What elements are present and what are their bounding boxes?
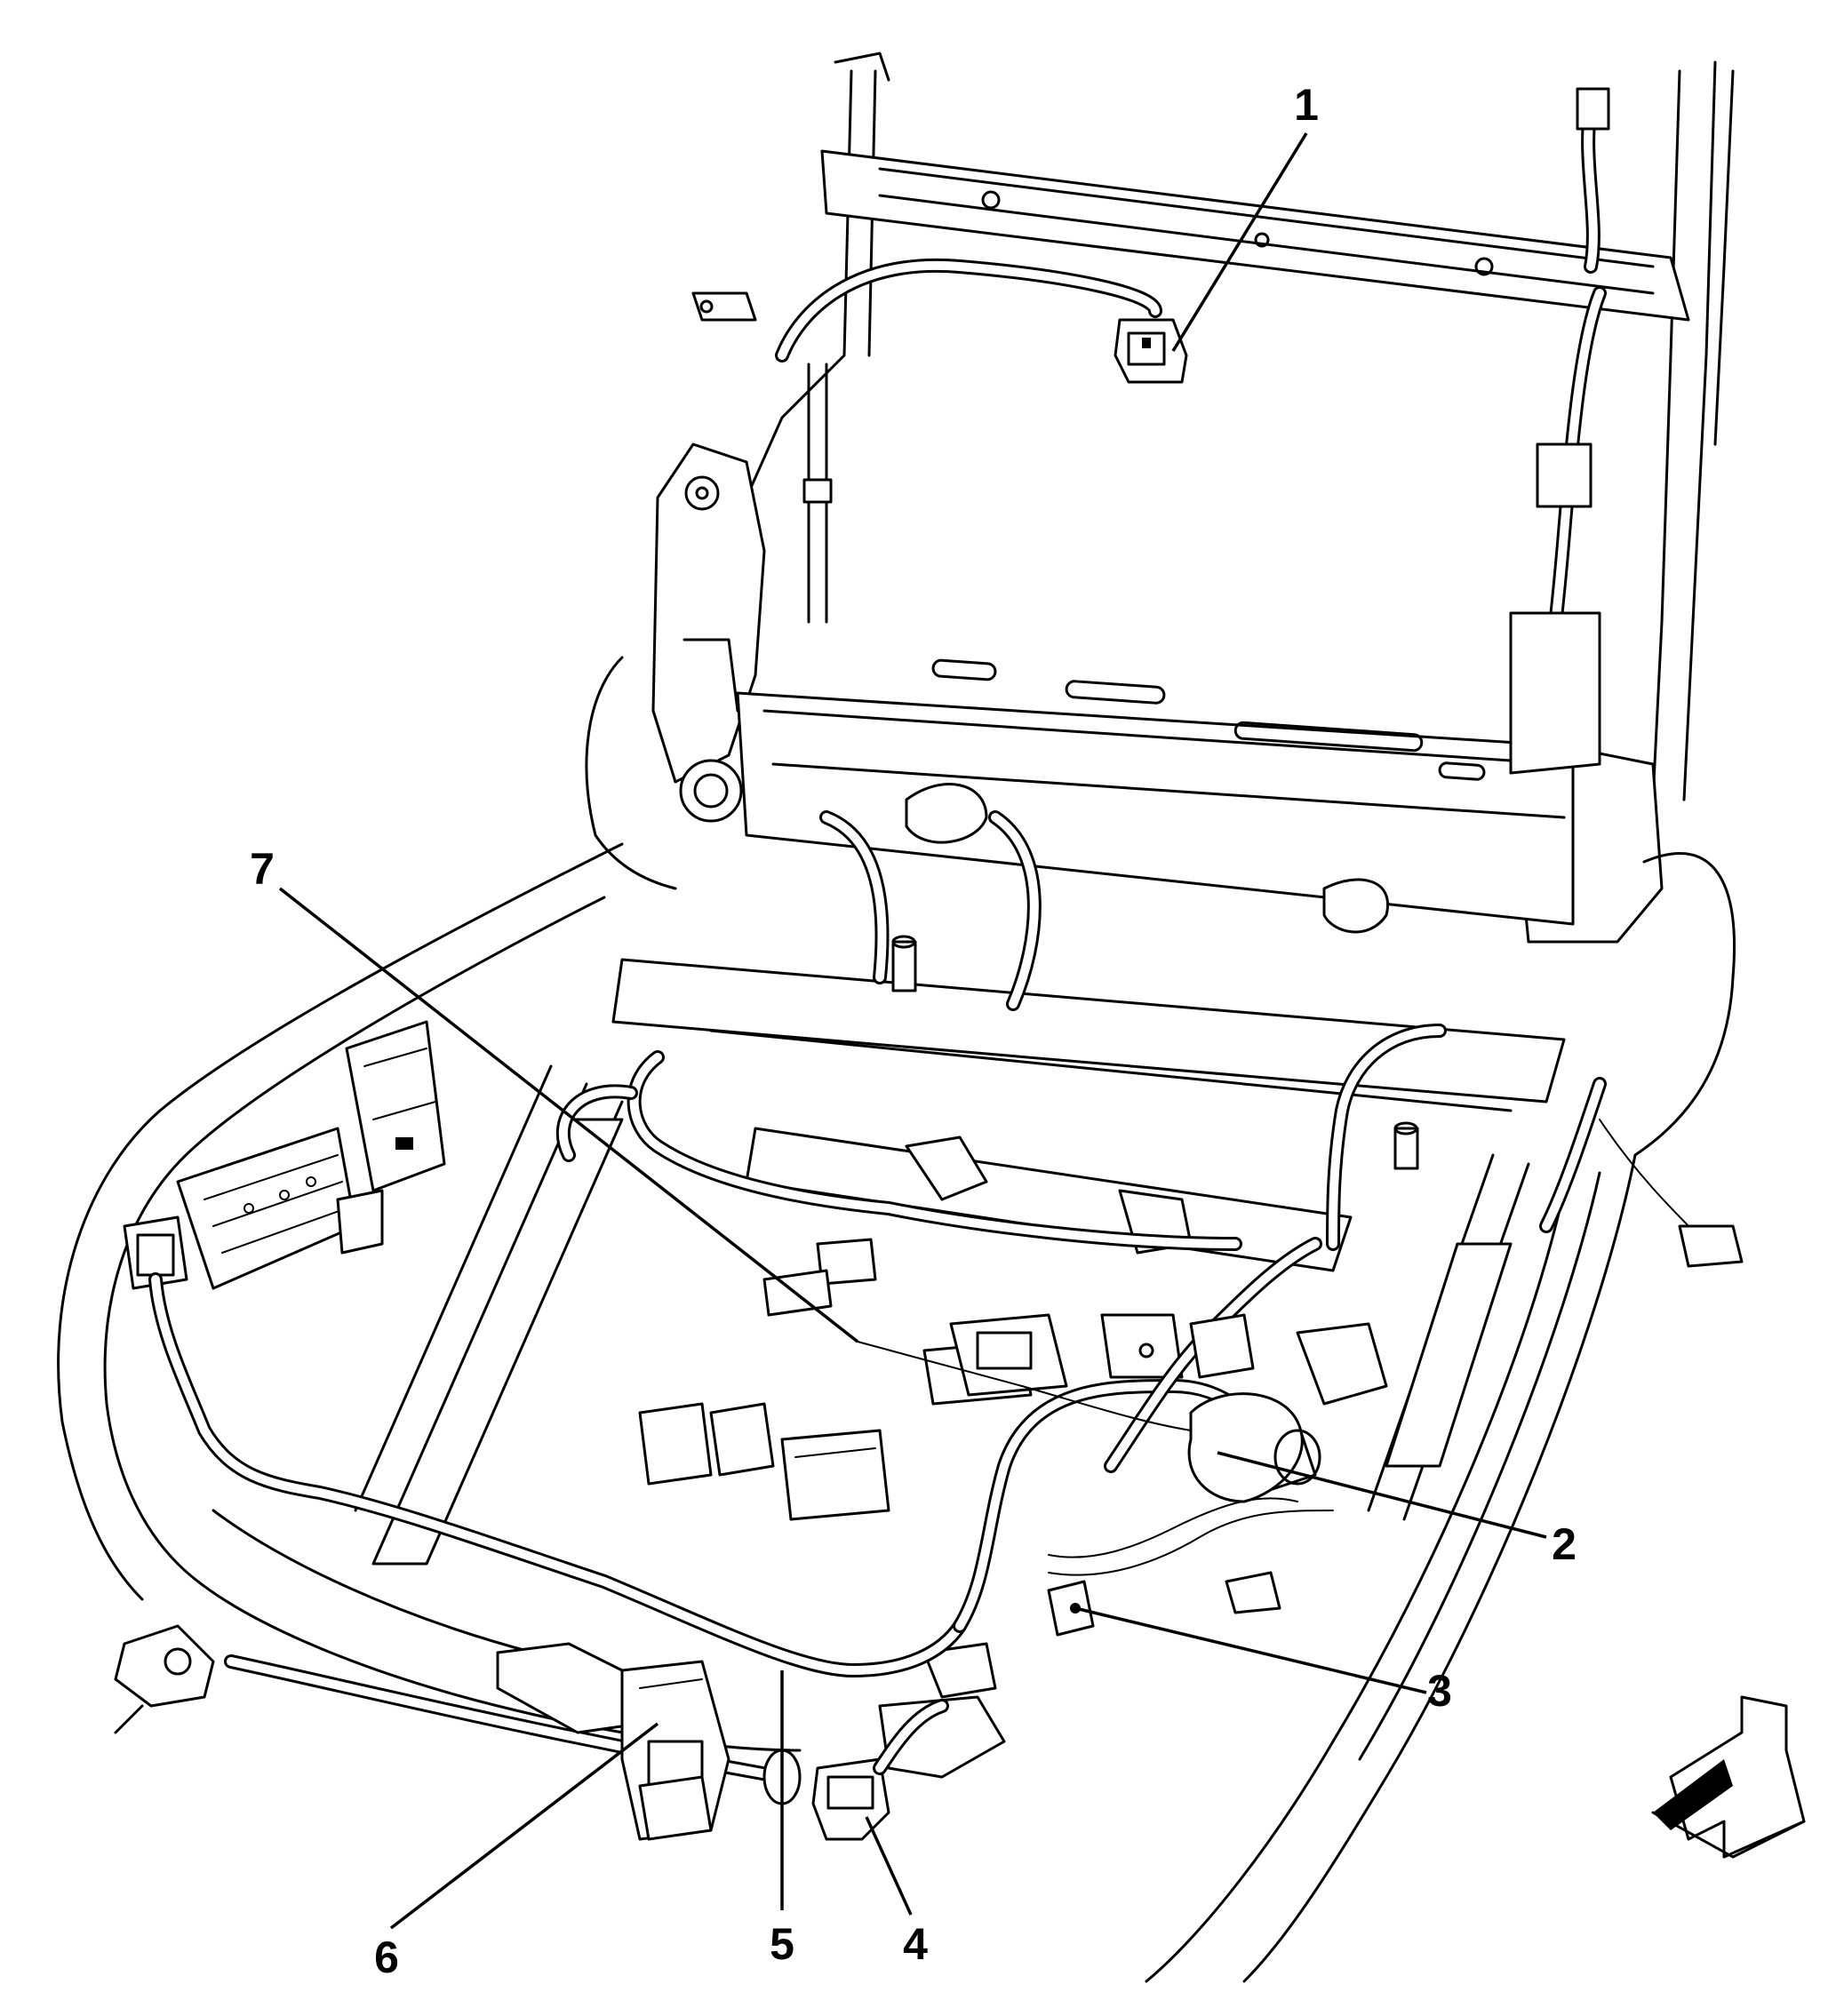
front-direction-arrow-icon [1651,1695,1806,1859]
connector-1 [1114,318,1188,384]
callout-7: 7 [250,844,275,894]
callout-5: 5 [770,1919,794,1969]
switch-module-6 [620,1660,730,1841]
seat-cushion-frame [57,842,1637,1983]
callout-1: 1 [1294,80,1319,130]
seat-motor-2 [1187,1392,1321,1503]
connector-3 [1047,1580,1095,1637]
connector-4 [811,1699,949,1841]
seat-back-harness [691,87,1610,775]
seat-module [123,1020,446,1290]
seat-harness [148,810,1744,1677]
callout-4: 4 [903,1919,928,1969]
callout-3: 3 [1427,1666,1452,1716]
callout-6: 6 [374,1932,399,1982]
seat-back-frame [585,52,1736,1157]
callout-labels: 1 2 3 4 5 6 7 [250,80,1577,1982]
leader-lines [278,132,1547,1930]
callout-2: 2 [1552,1519,1577,1569]
